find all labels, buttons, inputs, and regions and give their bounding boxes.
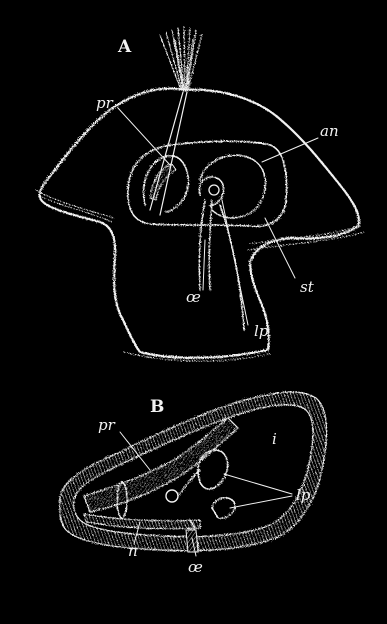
label-lp-b: lp — [296, 486, 311, 504]
label-pr-a: pr — [96, 94, 114, 112]
label-pr-b: pr — [98, 416, 116, 434]
label-oe-b: œ — [188, 558, 203, 576]
label-st-a: st — [300, 278, 315, 296]
label-an-a: an — [320, 122, 339, 140]
label-i-b: i — [272, 430, 277, 448]
figure-b-letter: B — [150, 397, 164, 417]
figure-a-letter: A — [117, 37, 132, 57]
label-n-b: n — [128, 542, 138, 560]
esophagus-stub — [186, 530, 198, 552]
label-oe-a: œ — [186, 288, 201, 306]
label-lp-a: lp — [254, 322, 269, 340]
